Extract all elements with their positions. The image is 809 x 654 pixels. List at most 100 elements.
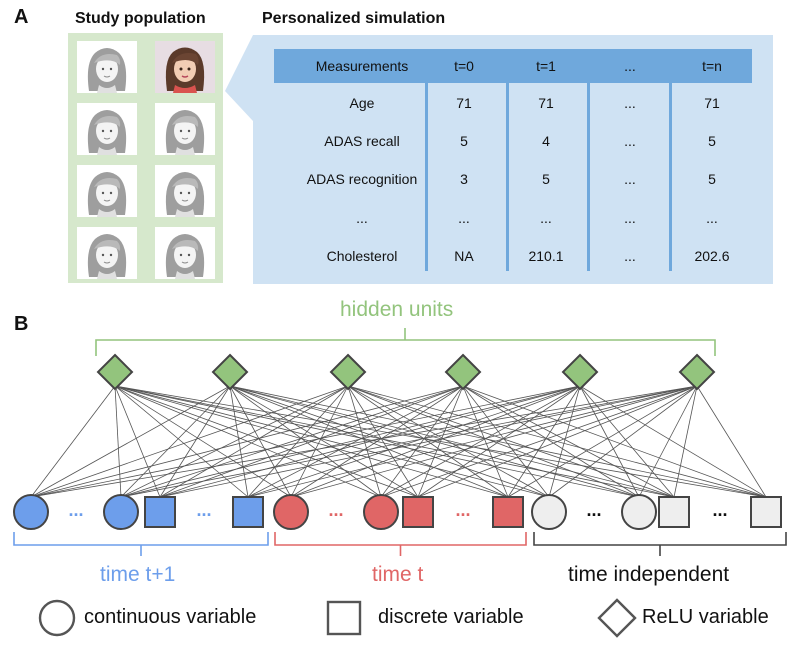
connection-line (380, 385, 464, 498)
table-cell: 202.6 (694, 248, 730, 264)
connection-line (290, 385, 349, 498)
legend-continuous-label: continuous variable (84, 606, 257, 628)
connection-line (229, 385, 419, 498)
legend-circle-icon (38, 599, 76, 637)
discrete-unit-red (492, 496, 524, 528)
discrete-unit-gray (750, 496, 782, 528)
table-header-cell: t=0 (454, 58, 474, 74)
time-independent-bracket (533, 532, 787, 546)
connection-line (579, 385, 767, 498)
table-cell: 71 (538, 95, 554, 111)
table-header-cell: ... (624, 58, 636, 74)
connection-line (417, 385, 698, 498)
continuous-unit-red (363, 494, 399, 530)
connection-line (380, 385, 581, 498)
time-independent-label: time independent (568, 563, 730, 586)
time-t-label: time t (372, 563, 424, 586)
ellipsis-time-independent-continuous: ... (586, 500, 601, 520)
connection-line (247, 385, 698, 498)
discrete-unit-blue (144, 496, 176, 528)
connection-line (638, 385, 698, 498)
patient-avatar (77, 41, 137, 93)
connection-line (462, 385, 675, 498)
ellipsis-time-t-plus-1-discrete: ... (196, 500, 211, 520)
table-cell: 5 (542, 171, 550, 187)
hidden-units-bracket (95, 339, 716, 356)
table-cell: ... (624, 248, 636, 264)
time-t-plus-1-label: time t+1 (100, 563, 176, 586)
connection-line (30, 385, 698, 498)
connection-line (30, 385, 349, 498)
callout-pointer (225, 35, 253, 121)
table-row-label: Cholesterol (326, 248, 398, 264)
table-header-cell: Measurements (315, 58, 409, 74)
table-cell: ... (624, 171, 636, 187)
legend-discrete-label: discrete variable (378, 606, 524, 628)
connection-line (462, 385, 550, 498)
legend-diamond-icon (597, 598, 637, 638)
study-population-grid (68, 33, 223, 283)
hidden-unit-relu (678, 353, 716, 391)
study-population-title: Study population (75, 10, 206, 27)
discrete-unit-gray (658, 496, 690, 528)
connection-line (114, 385, 292, 498)
continuous-unit-red (273, 494, 309, 530)
connection-line (159, 385, 231, 498)
legend-relu-label: ReLU variable (642, 606, 769, 628)
hidden-unit-relu (329, 353, 367, 391)
connection-line (462, 385, 509, 498)
table-column-separator (587, 83, 590, 271)
table-cell: 4 (542, 133, 550, 149)
connection-line (159, 385, 349, 498)
connection-line (290, 385, 698, 498)
table-cell: NA (454, 248, 474, 264)
connection-line (159, 385, 581, 498)
hidden-units-label: hidden units (340, 298, 454, 321)
ellipsis-time-t-discrete: ... (455, 500, 470, 520)
table-row-label: ... (356, 210, 368, 226)
connection-line (114, 385, 161, 498)
patient-avatar (77, 165, 137, 217)
table-cell: 5 (460, 133, 468, 149)
connection-line (114, 385, 419, 498)
connection-line (247, 385, 349, 498)
panel-b-letter: B (14, 313, 29, 335)
table-cell: 210.1 (528, 248, 564, 264)
patient-avatar (77, 227, 137, 279)
time-t-bracket (274, 532, 527, 546)
personalized-simulation-title: Personalized simulation (262, 10, 446, 27)
connection-line (507, 385, 698, 498)
table-header-bar (274, 49, 752, 83)
connection-line (417, 385, 581, 498)
table-cell: 3 (460, 171, 468, 187)
table-cell: 71 (456, 95, 472, 111)
connection-line (114, 385, 675, 498)
connection-line (30, 385, 116, 498)
patient-avatar (155, 165, 215, 217)
connection-line (114, 385, 550, 498)
connection-line (159, 385, 698, 498)
continuous-unit-gray (621, 494, 657, 530)
connection-line (229, 385, 767, 498)
connection-line (120, 385, 349, 498)
ellipsis-time-independent-discrete: ... (712, 500, 727, 520)
hidden-unit-relu (211, 353, 249, 391)
discrete-unit-red (402, 496, 434, 528)
table-cell: ... (624, 95, 636, 111)
panel-a-letter: A (14, 6, 29, 28)
table-row-label: Age (349, 95, 375, 111)
table-cell: 5 (708, 133, 716, 149)
connection-line (579, 385, 640, 498)
table-row-label: ADAS recognition (306, 171, 418, 187)
connection-line (347, 385, 550, 498)
table-column-separator (425, 83, 428, 271)
continuous-unit-gray (531, 494, 567, 530)
connection-line (548, 385, 581, 498)
connection-line (30, 385, 231, 498)
connection-line (120, 385, 464, 498)
connection-line (548, 385, 698, 498)
table-cell: ... (624, 210, 636, 226)
